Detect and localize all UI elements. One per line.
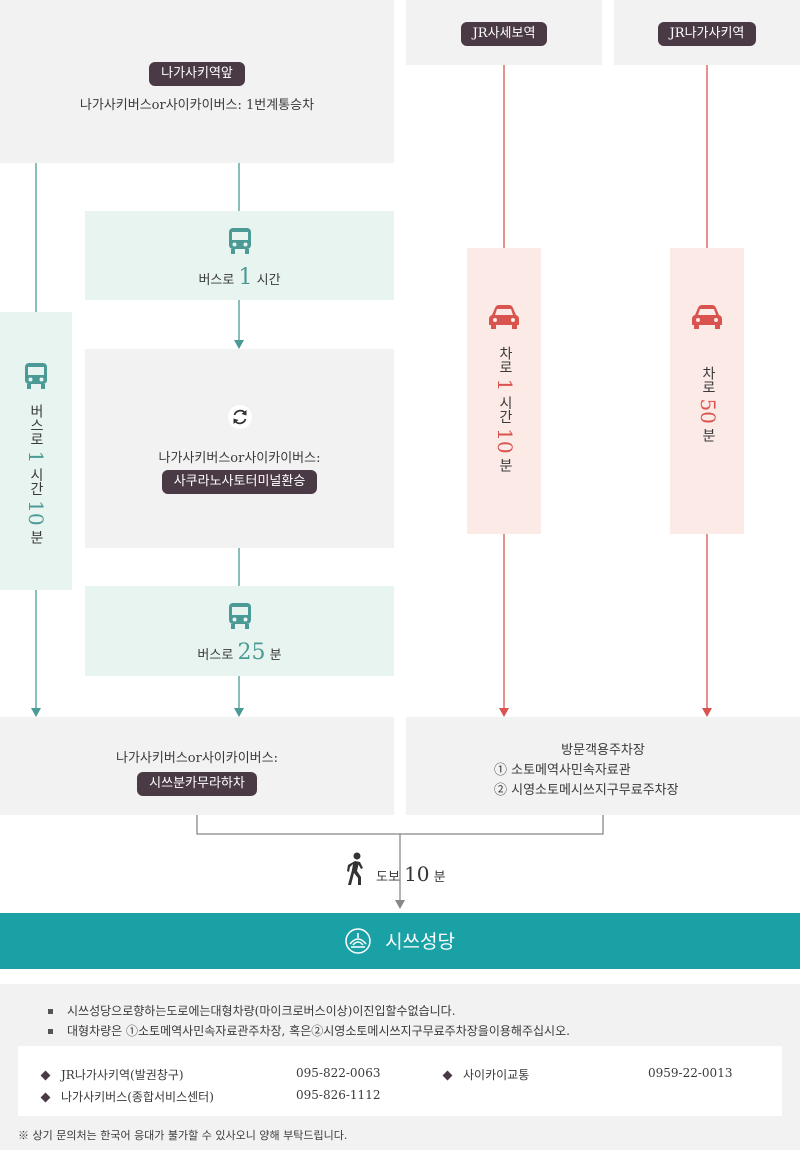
contact-item: JR나가사키역(발권창구): [40, 1066, 184, 1083]
contact-item: 나가사키버스(종합서비스센터): [40, 1088, 214, 1105]
bus-25-prefix: 버스로: [197, 648, 234, 663]
transfer-badge: 사쿠라노사토터미널환승: [161, 470, 318, 494]
dest-parking-title: 방문객용주차장: [561, 743, 645, 758]
bus-1h-box: 버스로 1 시간: [85, 211, 394, 300]
footnote: ※ 상기 문의처는 한국어 응대가 불가할 수 있사오니 양해 부탁드립니다.: [18, 1129, 348, 1142]
transfer-box: 나가사키버스or사이카이버스: 사쿠라노사토터미널환승: [85, 349, 394, 548]
car-sasebo-prefix: 차로: [497, 346, 513, 374]
origin-nagasaki-box: 나가사키역앞 나가사키버스or사이카이버스: 1번계통승차: [0, 0, 394, 163]
origin-nagasaki-route: 나가사키버스or사이카이버스: 1번계통승차: [79, 98, 315, 113]
origin-jr-nagasaki-badge: JR나가사키역: [657, 22, 757, 46]
note-item: 시쓰성당으로향하는도로에는대형차량(마이크로버스이상)이진입할수없습니다.: [48, 1002, 456, 1019]
diamond-icon: [40, 1070, 51, 1081]
destination-bar: 시쓰성당: [0, 913, 800, 969]
bus-direct-box: 버스로 1 시간 10 분: [0, 312, 72, 590]
bus-1h-number: 1: [238, 265, 253, 290]
dest-parking-item1: ① 소토메역사민속자료관: [494, 763, 631, 778]
car-icon: [489, 305, 519, 329]
bus-direct-prefix: 버스로: [28, 404, 44, 446]
walk-suffix: 분: [433, 870, 446, 885]
contact-name: 사이카이교통: [463, 1068, 530, 1082]
bus-icon: [25, 363, 47, 389]
walk-section: 도보 10 분: [340, 852, 480, 888]
dest-bus-badge: 시쓰분카무라하차: [137, 772, 257, 796]
origin-nagasaki-badge: 나가사키역앞: [149, 62, 245, 86]
bus-25-suffix: 분: [269, 648, 282, 663]
bus-1h-suffix: 시간: [256, 273, 281, 288]
bus-25-box: 버스로 25 분: [85, 586, 394, 676]
contact-phone: 0959-22-0013: [648, 1066, 733, 1080]
contact-phone: 095-826-1112: [296, 1088, 381, 1102]
dest-bus-label: 나가사키버스or사이카이버스:: [116, 751, 278, 766]
car-nagasaki-box: 차로 50 분: [670, 248, 744, 534]
contact-phone: 095-822-0063: [296, 1066, 381, 1080]
car-sasebo-box: 차로 1 시간 10 분: [467, 248, 541, 534]
car-nagasaki-suffix: 분: [700, 428, 716, 443]
diamond-icon: [40, 1092, 51, 1103]
car-sasebo-number1: 1: [493, 378, 517, 392]
flow-lines: [31, 65, 712, 909]
contact-box: JR나가사키역(발권창구) 095-822-0063 나가사키버스(종합서비스센…: [18, 1046, 782, 1116]
car-sasebo-number2: 10: [493, 428, 517, 454]
dest-parking-box: 방문객용주차장 ① 소토메역사민속자료관 ② 시영소토메시쓰지구무료주차장: [406, 717, 800, 815]
walk-number: 10: [404, 862, 430, 886]
note-text: 대형차량은 ①소토메역사민속자료관주차장, 혹은②시영소토메시쓰지구무료주차장을…: [67, 1024, 570, 1038]
refresh-icon: [227, 405, 252, 429]
bus-direct-number1: 1: [24, 450, 48, 464]
church-emblem-icon: [345, 927, 371, 954]
contact-name: 나가사키버스(종합서비스센터): [61, 1090, 214, 1104]
diamond-icon: [442, 1070, 453, 1081]
dest-parking-item2: ② 시영소토메시쓰지구무료주차장: [494, 783, 679, 798]
bus-icon: [228, 603, 251, 629]
bus-1h-prefix: 버스로: [198, 273, 235, 288]
car-icon: [692, 305, 722, 329]
bullet-icon: [48, 1009, 53, 1014]
contact-item: 사이카이교통: [442, 1066, 530, 1083]
car-sasebo-mid: 시간: [497, 395, 513, 424]
destination-name: 시쓰성당: [385, 931, 455, 953]
bus-25-number: 25: [237, 640, 266, 665]
bus-direct-number2: 10: [24, 500, 48, 526]
note-text: 시쓰성당으로향하는도로에는대형차량(마이크로버스이상)이진입할수없습니다.: [67, 1004, 456, 1018]
origin-jr-nagasaki-box: JR나가사키역: [614, 0, 800, 65]
origin-sasebo-box: JR사세보역: [406, 0, 602, 65]
car-nagasaki-number: 50: [696, 398, 720, 424]
transfer-label: 나가사키버스or사이카이버스:: [158, 451, 321, 466]
origin-sasebo-badge: JR사세보역: [460, 22, 548, 46]
dest-bus-box: 나가사키버스or사이카이버스: 시쓰분카무라하차: [0, 717, 394, 815]
bus-direct-suffix: 분: [28, 530, 44, 544]
walk-prefix: 도보: [376, 870, 400, 885]
walking-person-icon: [347, 852, 363, 885]
bullet-icon: [48, 1029, 53, 1034]
bus-direct-mid: 시간: [28, 467, 44, 496]
note-item: 대형차량은 ①소토메역사민속자료관주차장, 혹은②시영소토메시쓰지구무료주차장을…: [48, 1022, 570, 1039]
contact-name: JR나가사키역(발권창구): [61, 1068, 184, 1082]
car-sasebo-suffix: 분: [497, 458, 513, 472]
car-nagasaki-prefix: 차로: [700, 366, 716, 394]
bus-icon: [228, 228, 251, 254]
